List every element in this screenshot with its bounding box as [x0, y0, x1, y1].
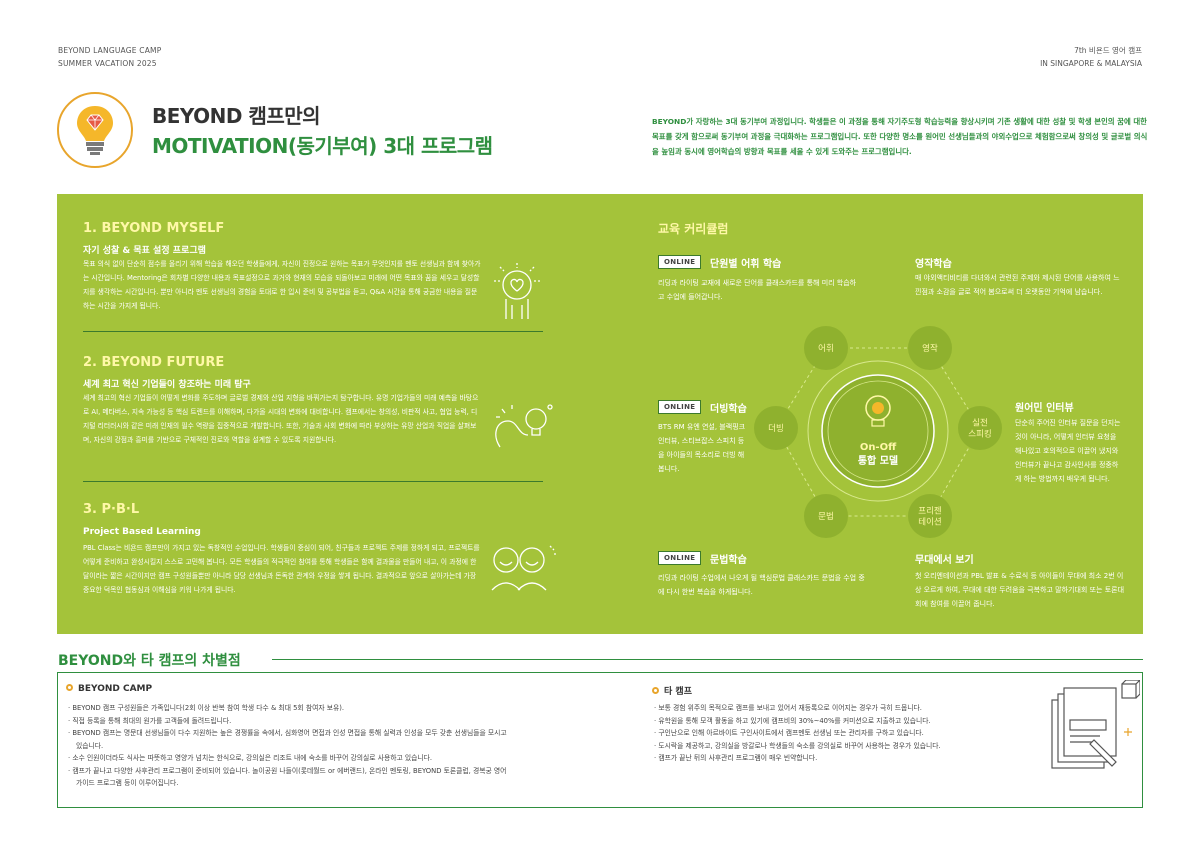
cycle-node-writing: 영작 [908, 326, 952, 370]
camp-location: IN SINGAPORE & MALAYSIA [1040, 59, 1142, 68]
online-badge: ONLINE [658, 551, 702, 565]
lightbulb-diamond-icon [57, 92, 133, 168]
section-2-title: 2. BEYOND FUTURE [83, 355, 225, 370]
beyond-camp-item: BEYOND 캠프 구성원들은 가족입니다(2회 이상 반복 참여 학생 다수 … [68, 702, 508, 715]
cycle-node-label: 영작 [922, 343, 938, 354]
online-badge: ONLINE [658, 255, 702, 269]
other-camp-item: 구인난으로 인해 아르바이트 구인사이트에서 캠프멘토 선생님 또는 관리자를 … [654, 727, 994, 740]
interview-title: 원어민 인터뷰 [1015, 403, 1074, 414]
heart-person-icon [486, 255, 548, 329]
beyond-camp-item: 소수 인원이더라도 식사는 따뜻하고 영양가 넘치는 한식으로, 강의실은 리조… [68, 752, 508, 765]
writing-title: 영작학습 [915, 259, 952, 270]
vocab-title: 단원별 어휘 학습 [710, 259, 782, 270]
other-camp-item: 캠프가 끝난 뒤의 사후관리 프로그램이 매우 빈약합니다. [654, 752, 994, 765]
header-right: 7th 비욘드 영어 캠프 IN SINGAPORE & MALAYSIA [1040, 44, 1142, 70]
interview-body: 단순히 주어진 인터뷰 질문을 던지는 것이 아니라, 어떻게 인터뷰 요청을 … [1015, 419, 1121, 483]
section-3-body: PBL Class는 비욘드 캠프만이 가지고 있는 독창적인 수업입니다. 학… [83, 544, 480, 594]
section-divider [83, 481, 543, 482]
other-camp-item: 도시락을 제공하고, 강의실을 방갈로나 학생들의 숙소를 강의실로 바꾸어 사… [654, 740, 994, 753]
beyond-camp-label: BEYOND CAMP [78, 684, 153, 694]
beyond-camp-heading: BEYOND CAMP [66, 684, 152, 694]
lightbulb-icon [865, 395, 891, 427]
other-camp-item: 보통 경험 위주의 목적으로 캠프를 보내고 있어서 재등록으로 이어지는 경우… [654, 702, 994, 715]
grammar-body: 리딩과 라이팅 수업에서 나오게 될 핵심문법 클래스카드 문법을 수업 중에 … [658, 574, 865, 596]
curriculum-title: 교육 커리큘럼 [658, 222, 729, 236]
vocab-body: 리딩과 라이팅 교재에 새로운 단어를 클래스카드를 통해 미리 학습하고 수업… [658, 279, 857, 301]
section-2-body: 세계 최고의 혁신 기업들이 어떻게 변화를 주도하며 글로벌 경제와 산업 지… [83, 394, 479, 444]
other-camp-heading: 타 캠프 [652, 684, 692, 697]
stage-body: 첫 오리엔테이션과 PBL 발표 & 수료식 등 아이들이 무대에 최소 2번 … [915, 572, 1125, 608]
camp-season: SUMMER VACATION 2025 [58, 59, 157, 68]
camp-edition: 7th 비욘드 영어 캠프 [1074, 46, 1142, 55]
cycle-node-label: 문법 [818, 511, 834, 522]
cycle-node-grammar: 문법 [804, 494, 848, 538]
beyond-camp-item: 캠프가 끝나고 다양한 사후관리 프로그램이 준비되어 있습니다. 놀이공원 나… [68, 765, 508, 790]
writing-body: 매 야외액티비티를 다녀와서 관련된 주제와 제시된 단어를 사용하여 느낀점과… [915, 274, 1120, 296]
other-camp-list: 보통 경험 위주의 목적으로 캠프를 보내고 있어서 재등록으로 이어지는 경우… [654, 702, 994, 765]
cycle-node-dubbing: 더빙 [754, 406, 798, 450]
section-divider [83, 331, 543, 332]
dubbing-body: BTS RM 유엔 연설, 블랙핑크 인터뷰, 스티브잡스 스피치 등을 아이들… [658, 423, 746, 473]
stage-title: 무대에서 보기 [915, 555, 974, 566]
grammar-title: 문법학습 [710, 555, 747, 566]
section-2-subtitle: 세계 최고 혁신 기업들이 창조하는 미래 탐구 [83, 380, 251, 390]
documents-pencil-icon [1030, 678, 1142, 800]
bullet-circle-icon [66, 684, 73, 691]
page-title-line1: BEYOND 캠프만의 [152, 104, 321, 128]
online-badge: ONLINE [658, 400, 702, 414]
cycle-node-label: 더빙 [768, 424, 784, 434]
section-1-subtitle: 자기 성찰 & 목표 설정 프로그램 [83, 246, 206, 256]
beyond-camp-list: BEYOND 캠프 구성원들은 가족입니다(2회 이상 반복 참여 학생 다수 … [68, 702, 508, 790]
comparison-rule [272, 659, 1143, 660]
beyond-camp-item: 직접 등록을 통해 최대의 원가를 고객들에 돌려드립니다. [68, 715, 508, 728]
comparison-box [57, 672, 1143, 808]
section-3-subtitle: Project Based Learning [83, 527, 201, 537]
cycle-node-label: 어휘 [818, 343, 834, 354]
section-1-body: 목표 의식 없이 단순히 점수를 올리기 위해 학습을 해오던 학생들에게, 자… [83, 260, 481, 310]
cycle-node-label: 스피킹 [968, 429, 991, 440]
diagram-center-line2: 통합 모델 [858, 454, 898, 467]
two-people-icon [486, 540, 562, 600]
dubbing-title: 더빙학습 [710, 404, 747, 415]
bullet-circle-icon [652, 687, 659, 694]
green-panel [57, 194, 1143, 634]
other-camp-label: 타 캠프 [664, 687, 692, 697]
intro-paragraph: BEYOND가 자랑하는 3대 동기부여 과정입니다. 학생들은 이 과정을 통… [652, 117, 1148, 156]
cycle-node-label: 테이션 [918, 517, 941, 528]
comparison-title: BEYOND와 타 캠프의 차별점 [58, 653, 241, 669]
page-title-line2: MOTIVATION(동기부여) 3대 프로그램 [152, 134, 493, 158]
other-camp-item: 유학원을 통해 모객 활동을 하고 있기에 캠프비의 30%~40%를 커미션으… [654, 715, 994, 728]
cycle-node-vocab: 어휘 [804, 326, 848, 370]
cycle-node-label: 프리젠 [918, 507, 942, 517]
diagram-center-line1: On-Off [860, 442, 897, 453]
section-3-title: 3. P·B·L [83, 502, 140, 517]
camp-name: BEYOND LANGUAGE CAMP [58, 46, 162, 55]
header-left: BEYOND LANGUAGE CAMP SUMMER VACATION 202… [58, 44, 161, 70]
idea-bulb-icon [488, 395, 558, 459]
section-1-title: 1. BEYOND MYSELF [83, 221, 225, 236]
cycle-node-label: 실전 [972, 418, 988, 429]
beyond-camp-item: BEYOND 캠프는 명문대 선생님들이 다수 지원하는 높은 경쟁률을 속에서… [68, 727, 508, 752]
